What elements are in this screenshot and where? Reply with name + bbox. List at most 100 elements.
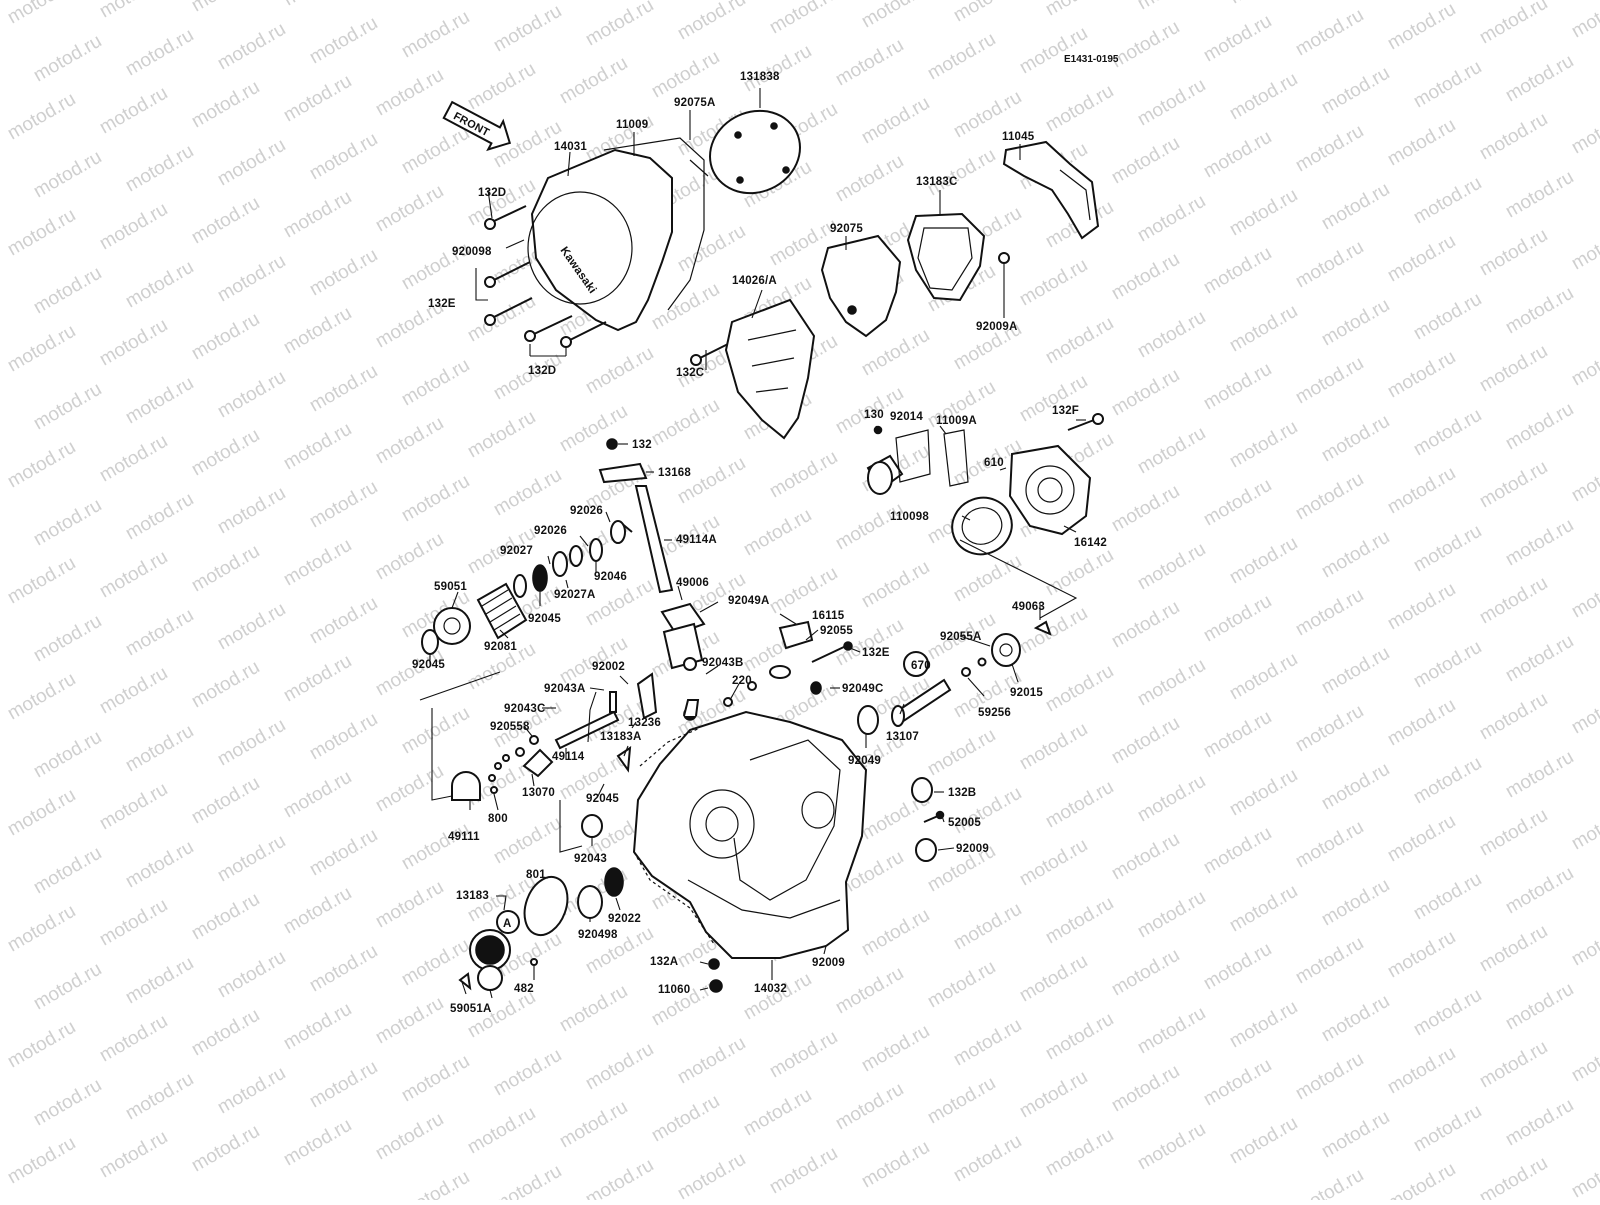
watermark-text: motod.ru [1042, 0, 1117, 20]
watermark-text: motod.ru [674, 1149, 749, 1200]
watermark-text: motod.ru [924, 145, 999, 201]
part-label: 59051 [434, 581, 467, 593]
part-label: 11060 [658, 984, 690, 996]
crankcase-icon [632, 699, 868, 959]
watermark-text: motod.ru [1226, 997, 1301, 1053]
watermark-text: motod.ru [1318, 63, 1393, 119]
watermark-text: motod.ru [832, 1079, 907, 1135]
watermark-text: motod.ru [1410, 405, 1485, 461]
part-label: 920498 [578, 929, 618, 941]
watermark-text: motod.ru [122, 605, 197, 661]
part-label: 220 [732, 675, 752, 687]
watermark-text: motod.ru [1134, 75, 1209, 131]
part-label: 92055 [820, 625, 853, 637]
part-label: 92043 [574, 853, 607, 865]
watermark-text: motod.ru [1134, 307, 1209, 363]
kick-shaft-icon [451, 754, 510, 801]
inspection-cap-icon [709, 109, 801, 195]
part-label: 14032 [754, 983, 787, 995]
watermark-text: motod.ru [1410, 637, 1485, 693]
watermark-text: motod.ru [1318, 875, 1393, 931]
part-label: 132C [676, 367, 704, 379]
part-label: 92046 [594, 571, 627, 583]
watermark-text: motod.ru [280, 767, 355, 823]
clutch-cover-icon [527, 148, 673, 332]
watermark-text: motod.ru [1016, 1067, 1091, 1123]
part-label: 92027A [554, 589, 595, 601]
watermark-text: motod.ru [1384, 231, 1459, 287]
watermark-text: motod.ru [1134, 423, 1209, 479]
watermark-text: motod.ru [1200, 823, 1275, 879]
watermark-text: motod.ru [1108, 713, 1183, 769]
watermark-text: motod.ru [1226, 69, 1301, 125]
watermark-text: motod.ru [1410, 57, 1485, 113]
watermark-text: motod.ru [740, 1085, 815, 1141]
watermark-text: motod.ru [766, 0, 841, 38]
watermark-text: motod.ru [1502, 1095, 1577, 1151]
part-label: 92045 [528, 613, 561, 625]
part-label: 59256 [978, 707, 1011, 719]
watermark-text: motod.ru [280, 651, 355, 707]
watermark-text: motod.ru [372, 529, 447, 585]
crankcase-gasket-icon [633, 727, 715, 945]
watermark-text: motod.ru [1318, 991, 1393, 1047]
watermark-text: motod.ru [214, 367, 289, 423]
watermark-text: motod.ru [1410, 173, 1485, 229]
shift-pawl-icon [515, 672, 658, 778]
watermark-text: motod.ru [766, 1143, 841, 1199]
watermark-text: motod.ru [464, 59, 539, 115]
part-label: 49114A [676, 534, 717, 546]
watermark-text: motod.ru [1568, 1031, 1600, 1087]
part-label: 14031 [554, 141, 587, 153]
watermark-text: motod.ru [1410, 521, 1485, 577]
watermark-text: motod.ru [1292, 121, 1367, 177]
watermark-text: motod.ru [1200, 359, 1275, 415]
part-label: 920558 [490, 721, 530, 733]
watermark-text: motod.ru [648, 47, 723, 103]
watermark-text: motod.ru [122, 489, 197, 545]
watermark-text: motod.ru [1410, 1101, 1485, 1157]
watermark-text: motod.ru [1410, 289, 1485, 345]
callout-a-bottom: A [503, 918, 512, 930]
part-label: 132D [478, 187, 506, 199]
watermark-text: motod.ru [1410, 753, 1485, 809]
part-number-labels: 131838 92075A 11009 14031 132D 920098 13… [412, 71, 1107, 1015]
watermark-text: motod.ru [1502, 283, 1577, 339]
watermark-text: motod.ru [832, 151, 907, 207]
watermark-text: motod.ru [280, 419, 355, 475]
watermark-text: motod.ru [306, 13, 381, 69]
watermark-text: motod.ru [1568, 799, 1600, 855]
part-label: 59051A [450, 1003, 491, 1015]
watermark-text: motod.ru [1042, 1009, 1117, 1065]
watermark-text: motod.ru [1568, 567, 1600, 623]
watermark-text: motod.ru [858, 1137, 933, 1193]
watermark-text: motod.ru [398, 471, 473, 527]
watermark-text: motod.ru [122, 373, 197, 429]
watermark-text: motod.ru [1568, 451, 1600, 507]
part-label: 13183C [916, 176, 957, 188]
watermark-text: motod.ru [1108, 365, 1183, 421]
watermark-text: motod.ru [122, 141, 197, 197]
watermark-text: motod.ru [1200, 1055, 1275, 1111]
leader-lines [419, 88, 1086, 999]
part-label: 13070 [522, 787, 555, 799]
watermark-text: motod.ru [280, 0, 355, 10]
watermark-text: motod.ru [122, 721, 197, 777]
watermark-text: motod.ru [1476, 1037, 1551, 1093]
diagram-code: E1431-0195 [1064, 54, 1119, 65]
watermark-text: motod.ru [858, 1021, 933, 1077]
part-label: 92026 [534, 525, 567, 537]
watermark-text: motod.ru [214, 251, 289, 307]
watermark-text: motod.ru [1200, 243, 1275, 299]
part-label: 92043B [702, 657, 743, 669]
watermark-text: motod.ru [1476, 109, 1551, 165]
watermark-text: motod.ru [1318, 643, 1393, 699]
watermark-text: motod.ru [214, 483, 289, 539]
kick-spring-icon [476, 582, 528, 640]
watermark-text: motod.ru [1502, 51, 1577, 107]
part-label: 801 [526, 869, 546, 881]
watermark-text: motod.ru [1042, 81, 1117, 137]
watermark-text: motod.ru [1476, 225, 1551, 281]
watermark-text: motod.ru [858, 0, 933, 32]
